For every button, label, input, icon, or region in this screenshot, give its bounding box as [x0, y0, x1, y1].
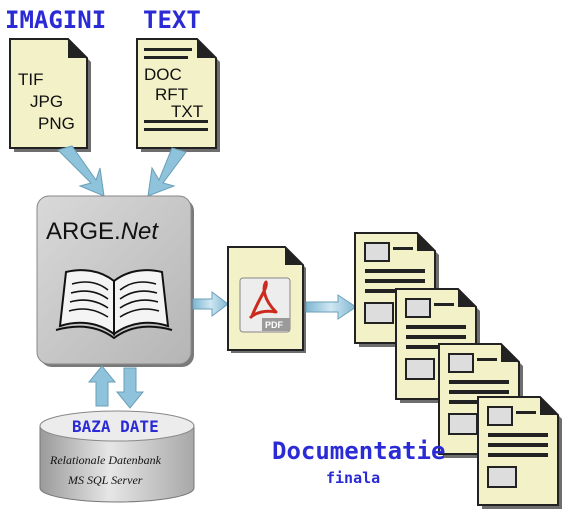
- arge-net-panel: ARGE.Net: [36, 195, 194, 367]
- arrow-db-to-arge: [87, 365, 117, 407]
- images-title: IMAGINI: [5, 6, 106, 34]
- format-png: PNG: [38, 114, 75, 133]
- pdf-icon-label: PDF: [265, 320, 284, 330]
- doc-page: [477, 396, 562, 509]
- documentation-stack: [354, 232, 562, 509]
- text-document: DOC RFT TXT: [136, 38, 220, 152]
- arrow-pdf-to-docs: [305, 294, 357, 320]
- pdf-icon: PDF: [239, 277, 291, 333]
- database-line1: Relationale Datenbank: [49, 453, 162, 467]
- arge-net-title: ARGE.Net: [46, 218, 159, 245]
- database-cylinder: BAZA DATE Relationale Datenbank MS SQL S…: [39, 410, 195, 503]
- images-document: TIF JPG PNG: [9, 38, 91, 152]
- format-txt: TXT: [171, 102, 203, 121]
- text-title: TEXT: [143, 6, 201, 34]
- format-jpg: JPG: [30, 92, 63, 111]
- format-tif: TIF: [18, 70, 44, 89]
- format-rft: RFT: [155, 85, 188, 104]
- pdf-document: PDF: [227, 246, 306, 353]
- arrow-arge-to-db: [115, 367, 145, 409]
- format-doc: DOC: [144, 65, 182, 84]
- documentation-title: Documentatie: [272, 437, 445, 465]
- database-line2: MS SQL Server: [67, 473, 143, 487]
- arrow-arge-to-pdf: [192, 291, 229, 317]
- arrow-text-to-arge: [147, 147, 187, 197]
- documentation-subtitle: finala: [326, 469, 380, 487]
- database-title: BAZA DATE: [72, 417, 159, 436]
- book-icon: [55, 269, 173, 340]
- arrow-images-to-arge: [57, 145, 105, 197]
